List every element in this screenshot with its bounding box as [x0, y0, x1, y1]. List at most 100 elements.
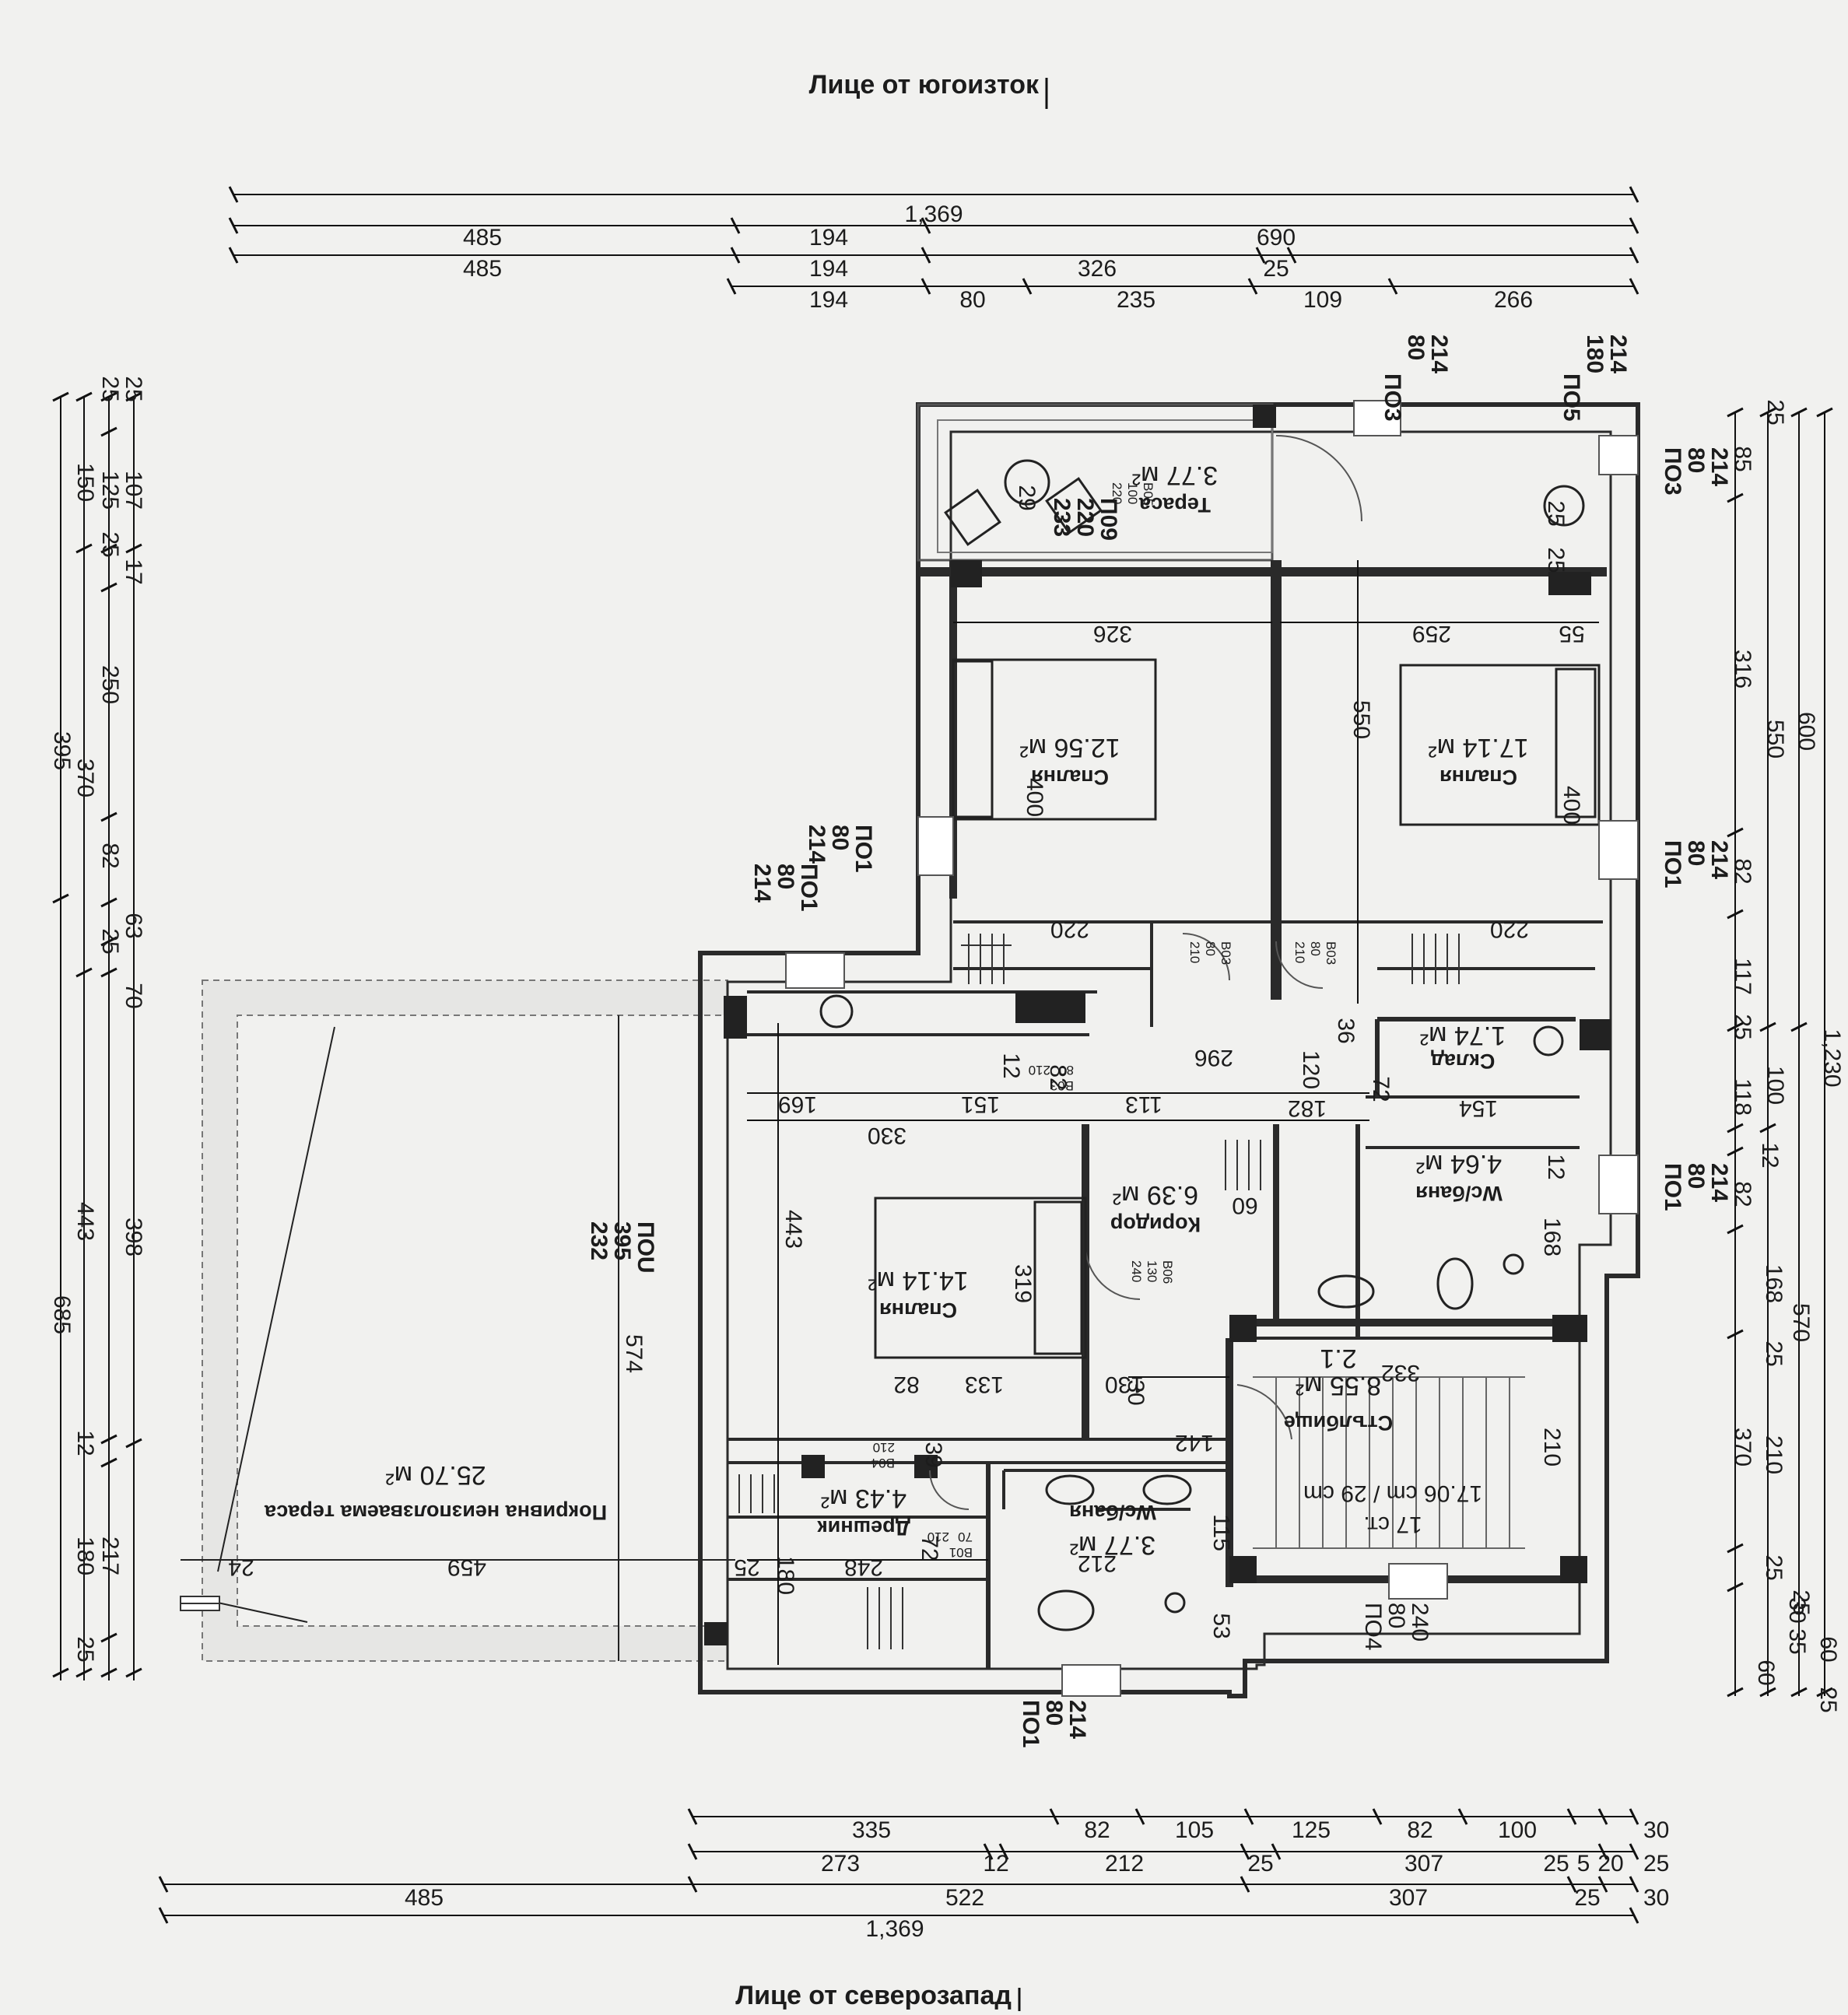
opening-p01-rm-code: ПО1: [1660, 1163, 1685, 1211]
room-name-bedroom-nw: Спалня: [1031, 766, 1109, 789]
room-name-bedroom-ne: Спалня: [1439, 766, 1517, 789]
dimension-chain-right: [1727, 407, 1833, 1698]
beds: [874, 658, 1601, 1359]
opening-p01-b-w: 80: [1041, 1700, 1067, 1726]
idim-11: 72: [1368, 1076, 1394, 1102]
dim-left-180: 180: [72, 1537, 98, 1575]
opening-p03-right-code: ПО3: [1660, 447, 1685, 496]
idim-12: 330: [868, 1123, 906, 1148]
idim-29: 39: [920, 1442, 946, 1467]
idim-34: 168: [1539, 1218, 1565, 1256]
dim-left-398: 398: [121, 1218, 146, 1256]
opening-p01-rt-w: 80: [1683, 840, 1709, 866]
idim-38: 24: [228, 1554, 254, 1580]
dimension-chain-bottom: [158, 1808, 1639, 1924]
dim-right-edge-25: 25: [1788, 1589, 1814, 1615]
dim-right-570: 570: [1788, 1303, 1814, 1342]
dim-left-edge-107: 107: [121, 471, 146, 510]
dim-bottom-total: 1,369: [865, 1916, 924, 1942]
opening-p09-code: П09: [1096, 498, 1121, 541]
idim-31: 115: [1208, 1514, 1234, 1551]
dim-left-443: 443: [72, 1202, 98, 1241]
idim-9: 296: [1194, 1045, 1233, 1071]
room-area-corridor: 6.39 м²: [1113, 1180, 1198, 1210]
room-name-corridor: Коридор: [1110, 1213, 1201, 1236]
dim-top-235: 235: [1117, 287, 1155, 313]
idim-0: 326: [1093, 621, 1132, 647]
idim-7: 220: [1490, 916, 1529, 942]
dim-right-168: 168: [1761, 1264, 1787, 1303]
opening-p01-la-h: 214: [804, 825, 829, 864]
opening-p01-rt-h: 214: [1706, 840, 1732, 879]
dim-bottom-25-c: 25: [1643, 1851, 1669, 1877]
opening-pou-code: ПОU: [633, 1221, 658, 1274]
room-area-wardrobe: 4.43 м²: [821, 1484, 906, 1513]
idim-2: 55: [1559, 621, 1584, 647]
dim-top-194-a: 194: [809, 225, 848, 251]
dim-right-1230: 1,230: [1819, 1029, 1845, 1087]
dimension-labels-bottom: 335 82 105 125 82 100 30 273 12 212 25 3…: [405, 1817, 1669, 1942]
idim-33: 60: [1232, 1193, 1257, 1218]
opening-p01-rm-h: 214: [1706, 1163, 1732, 1202]
idim-24: 130: [1105, 1372, 1144, 1397]
dim-bottom-20: 20: [1597, 1851, 1623, 1877]
room-name-storage: Склад: [1431, 1050, 1496, 1073]
idim-30: 210: [1539, 1428, 1565, 1467]
idim-15: 113: [1125, 1092, 1162, 1117]
room-area-stairs: 8.55 м²: [1296, 1371, 1381, 1400]
idim-22: 82: [893, 1372, 919, 1397]
opening-p03-right-w: 80: [1683, 447, 1709, 473]
room-name-roof-terrace: Покривна неизползваема тераса: [264, 1501, 607, 1524]
dim-right-mid-25: 25: [1762, 399, 1788, 425]
structural-columns: [704, 405, 1611, 1645]
idim-16: 182: [1288, 1095, 1327, 1121]
room-name-terrace: Тераса: [1138, 493, 1211, 517]
opening-p03-top-w: 80: [1403, 335, 1429, 360]
dim-bottom-12: 12: [983, 1851, 1008, 1877]
dim-top-25: 25: [1263, 256, 1289, 282]
door-b06-code: В06: [1160, 1260, 1175, 1284]
room-name-wc-bath-2: Wc/баня: [1069, 1501, 1156, 1524]
door-b04-code: В04: [871, 1456, 895, 1470]
idim-40: 180: [773, 1556, 798, 1595]
door-b06-w: 130: [1145, 1260, 1159, 1282]
idim-21: 319: [1010, 1264, 1036, 1303]
idim-28: 72: [917, 1535, 942, 1561]
room-name-bedroom-sw: Спалня: [879, 1298, 957, 1322]
dim-right-600: 600: [1794, 712, 1819, 751]
door-tags: В05 100 220 В03 80 210 В03 80 210 В03 80…: [871, 482, 1338, 1560]
dim-right-12: 12: [1757, 1142, 1783, 1168]
room-name-stairs: Стълбище: [1284, 1411, 1393, 1435]
dim-bottom-335: 335: [852, 1817, 891, 1843]
dimension-labels-right: 85 316 82 117 25 118 12 82 168 25 370 21…: [1730, 399, 1845, 1712]
dim-left-82: 82: [97, 843, 123, 868]
dim-right-35: 35: [1784, 1628, 1810, 1654]
dim-bottom-105: 105: [1175, 1817, 1214, 1843]
door-b01-h: 210: [928, 1530, 949, 1544]
opening-p09-h: 233: [1049, 498, 1075, 537]
dim-right-25-c: 25: [1761, 1554, 1787, 1580]
dim-left-edge-217: 217: [97, 1537, 123, 1575]
dim-right-edge-25b: 25: [1815, 1687, 1841, 1712]
internal-dimensions: 326 259 55 550 400 400 220 220 82 296 12…: [228, 485, 1599, 1665]
door-b03c-w: 80: [1059, 1063, 1074, 1078]
room-name-wardrobe: Дрешник: [817, 1516, 910, 1540]
idim-18: 443: [780, 1210, 806, 1249]
idim-3: 550: [1348, 700, 1374, 739]
dim-left-685: 685: [49, 1295, 75, 1334]
dim-left-25-d: 25: [72, 1636, 98, 1662]
idim-8: 82: [1045, 1064, 1071, 1090]
room-area-wc-bath-2: 3.77 м²: [1070, 1530, 1155, 1560]
idim-1: 259: [1412, 621, 1451, 647]
dim-right-30: 30: [1784, 1597, 1810, 1623]
door-b05-h: 220: [1110, 482, 1124, 504]
dimension-labels-left: 395 685 150 370 443 25 125 25 250 82 63 …: [49, 376, 146, 1662]
dim-right-82-b: 82: [1730, 1181, 1755, 1207]
opening-p03-right-h: 214: [1706, 447, 1732, 486]
dim-top-80: 80: [959, 287, 985, 313]
opening-p01-b-h: 214: [1064, 1700, 1090, 1739]
idim-41: 25: [1543, 500, 1569, 526]
dim-bottom-522: 522: [945, 1885, 984, 1911]
dim-bottom-307-b: 307: [1389, 1885, 1428, 1911]
dim-right-550: 550: [1762, 720, 1788, 759]
